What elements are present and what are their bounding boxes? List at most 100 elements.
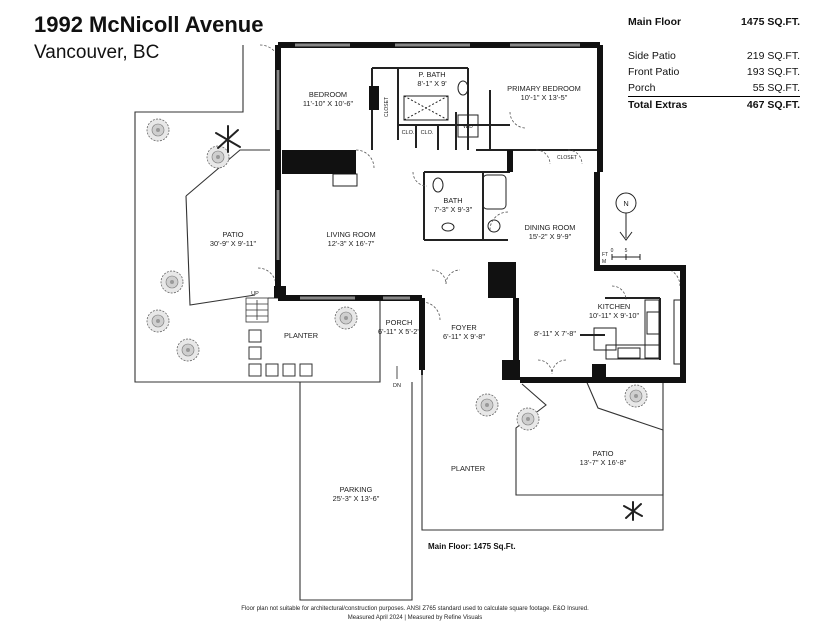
footer-line-2: Measured April 2024 | Measured by Refine… bbox=[347, 615, 483, 621]
room-dining-name: DINING ROOM bbox=[525, 223, 576, 232]
room-kitchen-name: KITCHEN bbox=[598, 302, 630, 311]
up-label: UP bbox=[251, 291, 259, 297]
north-label: N bbox=[623, 199, 628, 208]
tree-icon bbox=[176, 338, 200, 362]
room-clo-b-name: CLO. bbox=[421, 130, 434, 136]
area-row-side-patio: Side Patio 219 SQ.FT. bbox=[628, 48, 800, 64]
area-summary-table: Main Floor 1475 SQ.FT. Side Patio 219 SQ… bbox=[628, 14, 800, 113]
shower bbox=[403, 95, 449, 121]
room-porch-dims: 6'-11" X 5'-2" bbox=[378, 327, 420, 336]
page-subtitle: Vancouver, BC bbox=[34, 42, 160, 63]
room-hall-dims: 8'-11" X 7'-8" bbox=[534, 329, 576, 338]
room-pbath-dims: 8'-1" X 9' bbox=[417, 79, 447, 88]
wall-pillars bbox=[274, 86, 606, 380]
fireplace bbox=[332, 173, 358, 187]
cooktop bbox=[646, 311, 660, 335]
room-primary-name: PRIMARY BEDROOM bbox=[507, 84, 581, 93]
room-bedroom-dims: 11'-10" X 10'-6" bbox=[303, 99, 354, 108]
scale-m-label: M bbox=[602, 259, 606, 265]
room-bedroom-name: BEDROOM bbox=[309, 90, 347, 99]
tree-icon bbox=[160, 270, 184, 294]
tree-icon bbox=[206, 145, 230, 169]
room-planter-left-name: PLANTER bbox=[284, 331, 318, 340]
room-patio-side-dims: 30'-9" X 9'-11" bbox=[210, 239, 257, 248]
room-planter-front-name: PLANTER bbox=[451, 464, 485, 473]
room-living-dims: 12'-3" X 16'-7" bbox=[328, 239, 375, 248]
landscaping bbox=[146, 118, 648, 521]
room-patio-side-name: PATIO bbox=[222, 230, 243, 239]
tree-icon bbox=[334, 306, 358, 330]
room-pbath-name: P. BATH bbox=[418, 70, 445, 79]
stair-up bbox=[245, 297, 269, 323]
toilet bbox=[432, 177, 444, 193]
tree-icon bbox=[475, 393, 499, 417]
area-label: Total Extras bbox=[628, 96, 715, 113]
bathtub bbox=[482, 174, 507, 210]
area-value: 467 SQ.FT. bbox=[714, 96, 800, 113]
front-patio-outline bbox=[515, 377, 664, 496]
sink bbox=[487, 219, 501, 233]
planter-box bbox=[248, 363, 262, 377]
tree-icon bbox=[624, 384, 648, 408]
room-wd-name: W/D bbox=[463, 124, 473, 130]
planter-box bbox=[248, 329, 262, 343]
area-value: 219 SQ.FT. bbox=[746, 50, 800, 62]
plan-area-note: Main Floor: 1475 Sq.Ft. bbox=[428, 542, 516, 551]
tree-icon bbox=[516, 407, 540, 431]
room-porch-name: PORCH bbox=[386, 318, 413, 327]
room-parking-name: PARKING bbox=[340, 485, 373, 494]
room-foyer-dims: 6'-11" X 9'-8" bbox=[443, 332, 485, 341]
planter-box bbox=[248, 346, 262, 360]
parking-outline bbox=[299, 382, 413, 601]
area-label: Front Patio bbox=[628, 66, 680, 78]
room-living-name: LIVING ROOM bbox=[326, 230, 375, 239]
room-dining-dims: 15'-2" X 9'-9" bbox=[529, 232, 572, 241]
scale-zero-label: 0 bbox=[611, 248, 614, 254]
washer-dryer bbox=[457, 114, 479, 138]
area-row-main: Main Floor 1475 SQ.FT. bbox=[628, 14, 800, 30]
room-patio-front-dims: 13'-7" X 16'-8" bbox=[580, 458, 627, 467]
area-label: Side Patio bbox=[628, 50, 676, 62]
side-patio-inner-outline bbox=[185, 149, 270, 306]
sink bbox=[441, 222, 455, 232]
footer-disclaimer: Floor plan not suitable for architectura… bbox=[0, 605, 830, 623]
kitchen-counter bbox=[605, 344, 661, 360]
planter-boxes bbox=[248, 329, 313, 377]
room-labels: BEDROOM 11'-10" X 10'-6" P. BATH 8'-1" X… bbox=[210, 70, 640, 503]
area-value: 55 SQ.FT. bbox=[752, 82, 800, 94]
tree-icon bbox=[146, 309, 170, 333]
room-closet-a-name: CLOSET bbox=[384, 97, 390, 117]
room-parking-dims: 25'-3" X 13'-6" bbox=[333, 494, 380, 503]
area-label: Main Floor bbox=[628, 16, 682, 28]
footer-line-1: Floor plan not suitable for architectura… bbox=[241, 606, 589, 612]
room-kitchen-dims: 10'-11" X 9'-10" bbox=[589, 311, 640, 320]
area-row-porch: Porch 55 SQ.FT. bbox=[628, 80, 800, 97]
window-mullions bbox=[277, 44, 580, 299]
north-arrow-icon bbox=[615, 192, 637, 241]
kitchen-sink bbox=[617, 347, 641, 359]
room-bath-name: BATH bbox=[443, 196, 462, 205]
area-value: 193 SQ.FT. bbox=[746, 66, 800, 78]
kitchen-island bbox=[593, 327, 617, 351]
planter-box bbox=[299, 363, 313, 377]
area-value: 1475 SQ.FT. bbox=[741, 16, 800, 28]
palm-icon bbox=[623, 501, 643, 521]
scale-ft-label: FT bbox=[602, 252, 608, 258]
room-primary-dims: 10'-1" X 13'-5" bbox=[521, 93, 568, 102]
area-row-front-patio: Front Patio 193 SQ.FT. bbox=[628, 64, 800, 80]
area-label: Porch bbox=[628, 82, 656, 94]
room-closet-b-name: CLOSET bbox=[557, 155, 577, 161]
page-title: 1992 McNicoll Avenue bbox=[34, 12, 264, 37]
scale-five-label: 5 bbox=[625, 248, 628, 254]
toilet bbox=[457, 80, 469, 96]
tree-icon bbox=[146, 118, 170, 142]
area-row-total: Total Extras 467 SQ.FT. bbox=[628, 96, 800, 113]
room-patio-front-name: PATIO bbox=[592, 449, 613, 458]
planter-box bbox=[265, 363, 279, 377]
room-clo-a-name: CLO. bbox=[402, 130, 415, 136]
planter-box bbox=[282, 363, 296, 377]
room-bath-dims: 7'-3" X 9'-3" bbox=[434, 205, 473, 214]
palm-icon bbox=[215, 125, 241, 153]
scale-bar bbox=[611, 254, 641, 260]
